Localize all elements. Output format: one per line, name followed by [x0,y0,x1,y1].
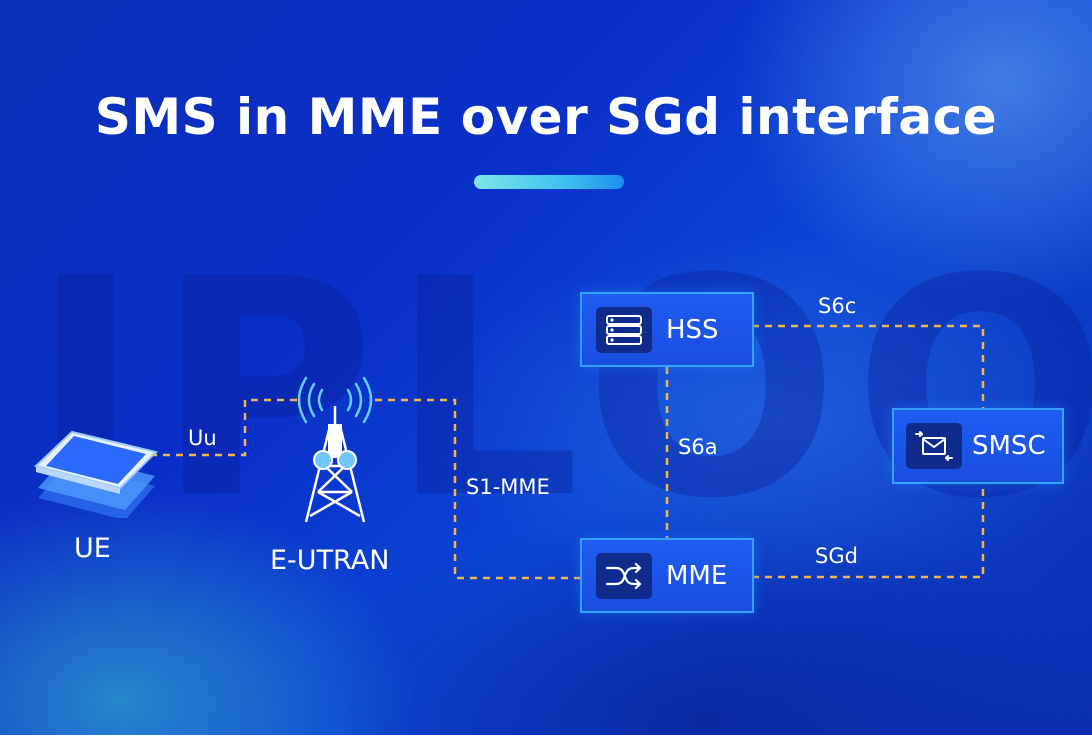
mail-exchange-icon [906,423,962,469]
link-label-s1-mme: S1-MME [466,475,550,499]
watermark-logo: IPLOOK [30,215,1092,564]
server-list-icon [596,306,652,353]
eutran-label: E-UTRAN [270,545,390,576]
link-uu [150,398,300,457]
mme-label: MME [666,560,728,591]
page-title: SMS in MME over SGd interface [94,88,998,146]
smsc-label: SMSC [972,431,1046,461]
smartphone-icon [34,430,158,520]
mme-node: MME [580,538,754,613]
title-underline [474,175,624,189]
ue-label: UE [74,533,111,564]
link-s6c [752,324,985,410]
link-sgd [752,483,985,579]
link-label-s6c: S6c [818,294,857,318]
shuffle-arrows-icon [596,552,652,599]
link-label-uu: Uu [188,426,217,450]
link-label-sgd: SGd [815,544,858,568]
cell-tower-icon [297,376,373,523]
smsc-node: SMSC [892,408,1064,484]
hss-node: HSS [580,292,754,367]
ue-device [30,428,160,520]
eutran-tower [292,376,378,526]
hss-label: HSS [666,314,719,345]
link-s1-mme [375,398,582,580]
link-label-s6a: S6a [678,435,718,459]
